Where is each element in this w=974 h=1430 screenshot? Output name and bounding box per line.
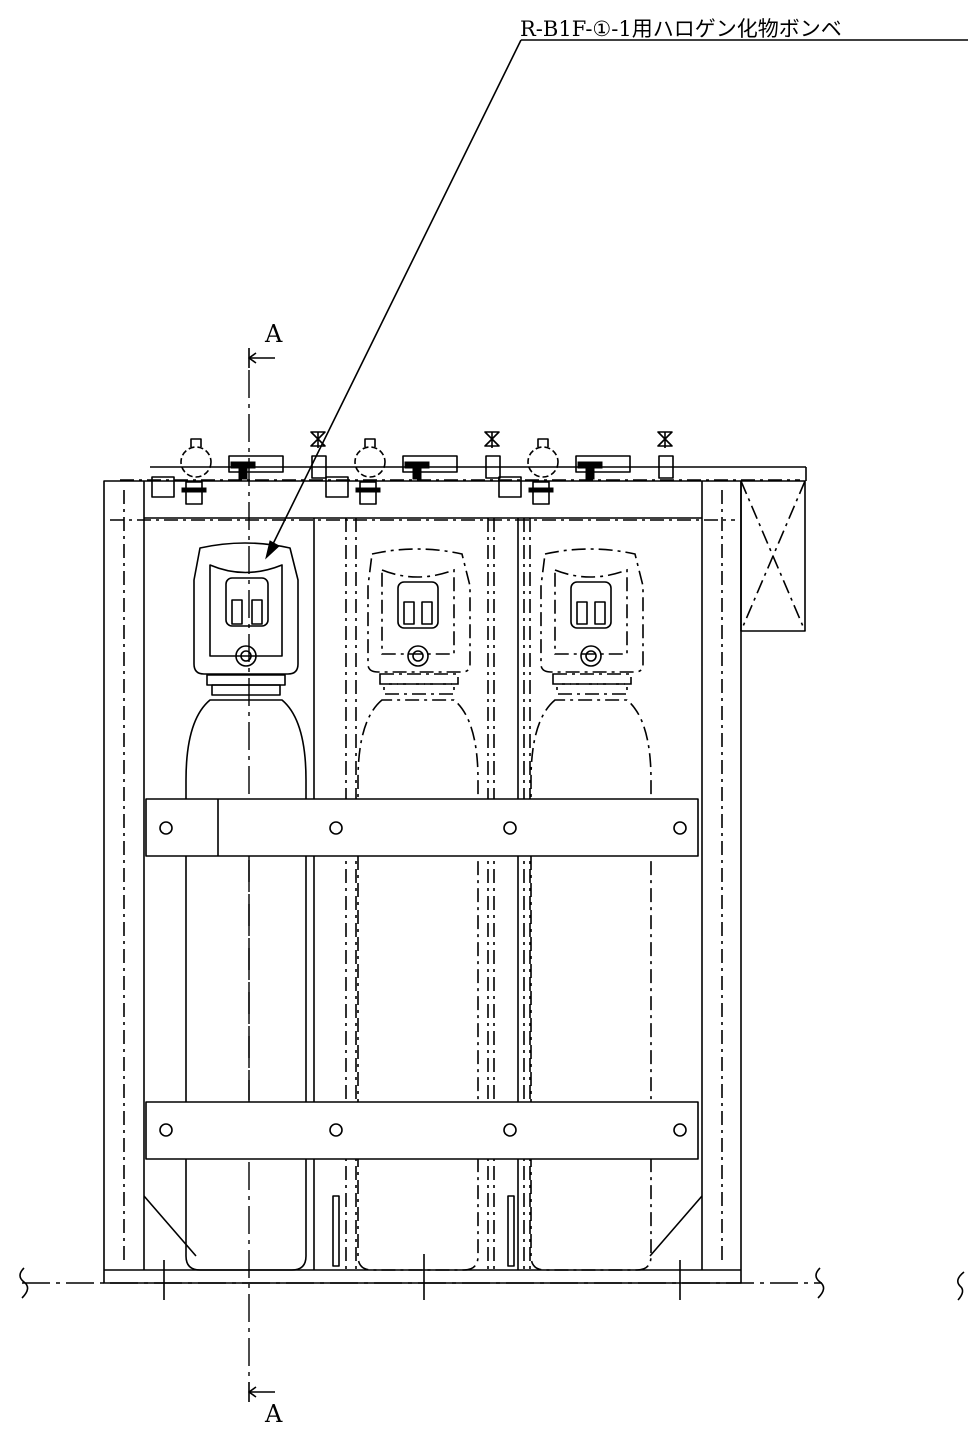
callout: R-B1F-①-1用ハロゲン化物ボンベ xyxy=(265,17,968,560)
manifold-unit-3 xyxy=(498,431,674,505)
junction-box xyxy=(740,480,806,632)
section-label-bottom: A xyxy=(264,1400,283,1428)
manifold-pipe xyxy=(120,466,807,481)
section-marker-top: A xyxy=(248,320,283,368)
callout-label: R-B1F-①-1用ハロゲン化物ボンベ xyxy=(520,17,842,41)
cylinder-1 xyxy=(185,542,307,1271)
section-marker-bottom: A xyxy=(248,1382,283,1428)
cylinder-3 xyxy=(530,548,652,1271)
leader-line xyxy=(271,39,968,547)
restraint-band-lower xyxy=(145,1101,699,1160)
manifold-unit-2 xyxy=(325,431,501,505)
section-label-top: A xyxy=(264,320,283,348)
floor-line xyxy=(19,1267,965,1301)
restraint-band-upper xyxy=(145,798,699,857)
manifold-unit-1 xyxy=(151,431,327,505)
cylinder-2 xyxy=(357,548,479,1271)
